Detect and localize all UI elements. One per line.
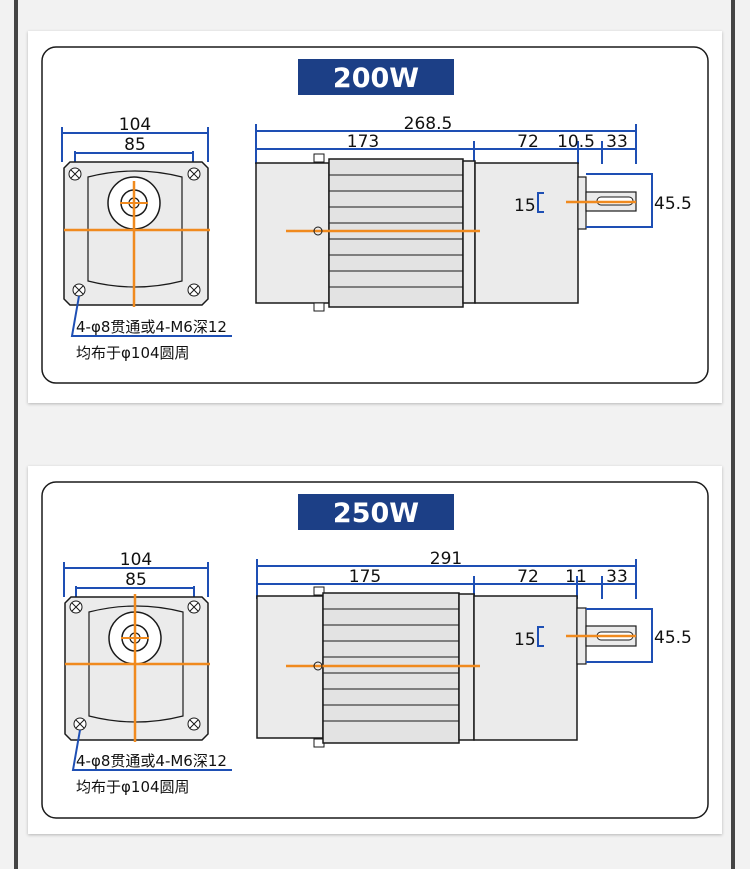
mounting-hole-icon <box>187 600 201 614</box>
front-inner-width: 85 <box>125 570 147 590</box>
shaft-length: 33 <box>606 132 628 152</box>
page-frame-right <box>731 0 735 869</box>
side-view: 291 175 72 11 33 <box>256 549 692 748</box>
shaft-diameter: 15 <box>514 196 536 216</box>
shaft-length: 33 <box>606 567 628 587</box>
mounting-hole-icon <box>187 717 201 731</box>
mounting-note-2: 均布于φ104圆周 <box>76 344 190 362</box>
total-length: 291 <box>430 549 462 569</box>
mounting-note-1: 4-φ8贯通或4-M6深12 <box>76 318 227 336</box>
front-view: 104 85 <box>63 550 232 771</box>
power-badge <box>298 494 454 530</box>
mounting-hole-icon <box>187 283 201 297</box>
mounting-hole-icon <box>187 167 201 181</box>
mounting-note-2: 均布于φ104圆周 <box>76 778 190 796</box>
front-view: 104 85 <box>61 115 232 337</box>
mounting-hole-icon <box>68 167 82 181</box>
power-badge <box>298 59 454 95</box>
drawing-250w: 250W 104 85 4-φ8贯通或4-M6深12 均布于φ104圆周 <box>41 481 709 819</box>
front-outer-width: 104 <box>120 550 152 570</box>
gearbox-length: 72 <box>517 132 539 152</box>
power-title: 250W <box>333 498 419 529</box>
drawing-200w: 200W 104 85 4-φ8贯通或4-M6深12 均布于φ <box>41 46 709 384</box>
page-frame-left <box>14 0 18 869</box>
front-outer-width: 104 <box>119 115 151 135</box>
drawing-border <box>41 46 709 384</box>
side-view: 268.5 173 72 10.5 33 <box>255 114 692 312</box>
drawing-border <box>41 481 709 819</box>
body-length: 173 <box>347 132 379 152</box>
spec-card-200w: 200W 104 85 4-φ8贯通或4-M6深12 均布于φ <box>28 31 722 403</box>
flange-length: 10.5 <box>557 132 595 152</box>
power-title: 200W <box>333 63 419 94</box>
shaft-diameter: 15 <box>514 630 536 650</box>
mounting-note-1: 4-φ8贯通或4-M6深12 <box>76 752 227 770</box>
mounting-hole-icon <box>69 600 83 614</box>
spec-card-250w: 250W 104 85 4-φ8贯通或4-M6深12 均布于φ104圆周 <box>28 466 722 834</box>
front-inner-width: 85 <box>124 135 146 155</box>
mounting-hole-icon <box>73 717 87 731</box>
flange-height: 45.5 <box>654 194 692 214</box>
total-length: 268.5 <box>404 114 453 134</box>
mounting-hole-icon <box>72 283 86 297</box>
gearbox-length: 72 <box>517 567 539 587</box>
flange-length: 11 <box>565 567 587 587</box>
flange-height: 45.5 <box>654 628 692 648</box>
body-length: 175 <box>349 567 381 587</box>
